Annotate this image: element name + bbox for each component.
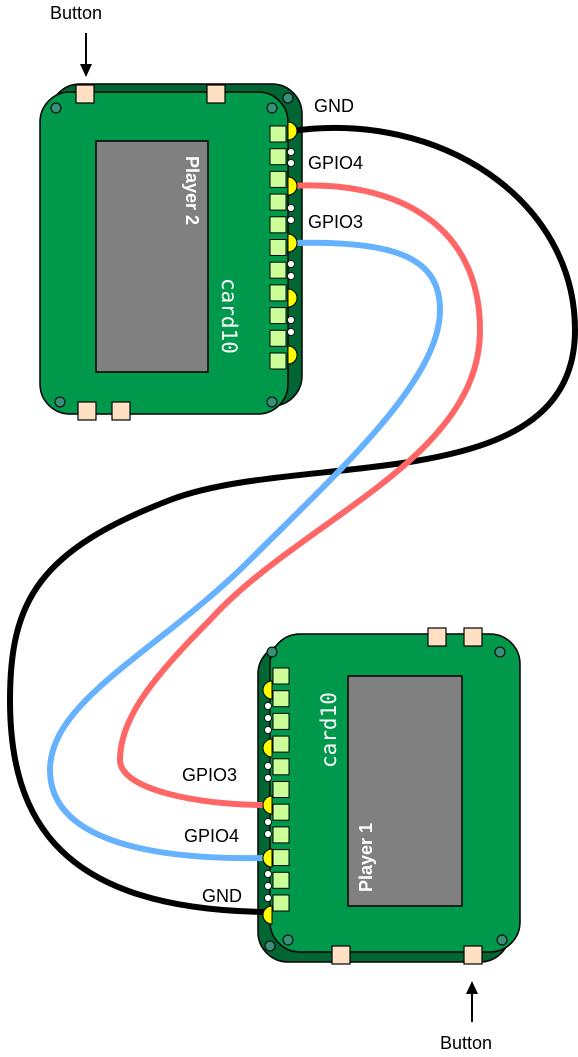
pin-dot: [287, 121, 298, 141]
pin-small: [264, 882, 272, 890]
pin-dot: [287, 288, 298, 308]
mount-hole: [282, 934, 294, 946]
wire-gnd: [6, 124, 578, 915]
player1-board: Player 1 card10: [257, 627, 521, 965]
player1-signal-pins: [262, 795, 273, 925]
player2-button-pad: [75, 84, 95, 104]
header-pad: [272, 690, 290, 708]
header-pad: [269, 284, 287, 302]
player1-screen: [347, 675, 463, 907]
pin-dot: [262, 795, 273, 815]
player2-title: Player 2: [182, 156, 202, 225]
header-pad: [269, 148, 287, 166]
label-p1-gpio3: GPIO3: [182, 765, 237, 785]
header-pad: [269, 216, 287, 234]
pin-dot: [262, 680, 273, 700]
mount-hole: [494, 646, 506, 658]
player2-screen: [95, 140, 209, 373]
player2-signal-pins: [287, 121, 298, 253]
pin-small: [287, 204, 295, 212]
player1-brand: card10: [317, 692, 341, 768]
label-p1-gnd: GND: [202, 886, 242, 906]
pin-dot: [287, 176, 298, 196]
player1-button-pad: [463, 627, 483, 647]
wire-gpio3: [46, 239, 444, 862]
player2-board: Player 2 card10: [39, 83, 303, 421]
pin-small: [264, 774, 272, 782]
header-pad: [272, 803, 290, 821]
header-pad: [269, 193, 287, 211]
pin-small: [287, 159, 295, 167]
pin-small: [287, 272, 295, 280]
pin-small: [264, 894, 272, 902]
header-pad: [272, 781, 290, 798]
label-p2-gpio4: GPIO4: [308, 153, 363, 173]
header-pad: [272, 871, 290, 889]
player2-brand: card10: [217, 278, 241, 354]
header-pad: [269, 239, 287, 256]
pin-small: [287, 260, 295, 268]
player1-button-pad: [427, 627, 447, 647]
label-p2-gpio3: GPIO3: [308, 212, 363, 232]
mount-hole: [266, 646, 278, 658]
header-pad: [269, 329, 287, 347]
header-pad: [269, 261, 287, 279]
button-label-bottom: Button: [440, 1033, 492, 1053]
label-p1-gpio4: GPIO4: [184, 826, 239, 846]
mount-hole: [264, 940, 276, 952]
pin-small: [264, 762, 272, 770]
pin-small: [287, 316, 295, 324]
mount-hole: [50, 102, 62, 114]
header-pad: [272, 826, 290, 844]
wire-gpio4: [116, 182, 484, 808]
header-pad: [272, 849, 290, 867]
header-pad: [272, 758, 290, 776]
pin-small: [287, 216, 295, 224]
pin-dot: [287, 233, 298, 253]
pin-small: [287, 328, 295, 336]
mount-hole: [54, 396, 66, 408]
player2-button-pad: [77, 401, 97, 421]
label-p2-gnd: GND: [314, 96, 354, 116]
header-pad: [269, 170, 287, 188]
pin-small: [264, 702, 272, 710]
header-pad: [269, 352, 287, 370]
pin-small: [264, 870, 272, 878]
player2-button-pad: [206, 84, 226, 104]
pin-dot: [262, 738, 273, 758]
header-pad: [269, 307, 287, 325]
player2-button-pad: [111, 401, 131, 421]
mount-hole: [496, 934, 508, 946]
player1-button-pad: [331, 945, 351, 965]
header-pad: [269, 125, 287, 143]
arrow-down-icon: [80, 64, 92, 77]
header-pad: [272, 894, 290, 912]
pin-dot: [287, 345, 298, 365]
pin-small: [287, 148, 295, 156]
arrow-up-icon: [466, 981, 478, 994]
pin-dot: [262, 905, 273, 925]
header-pad: [272, 712, 290, 730]
pin-dot: [262, 848, 273, 868]
pin-small: [264, 830, 272, 838]
pin-small: [264, 726, 272, 734]
header-pad: [272, 735, 290, 753]
mount-hole: [282, 92, 294, 104]
pin-small: [264, 818, 272, 826]
header-pad: [272, 667, 290, 685]
mount-hole: [266, 396, 278, 408]
player1-title: Player 1: [356, 823, 376, 892]
button-label-top: Button: [50, 3, 102, 23]
mount-hole: [266, 102, 278, 114]
player1-button-pad: [463, 945, 483, 965]
pin-small: [264, 714, 272, 722]
